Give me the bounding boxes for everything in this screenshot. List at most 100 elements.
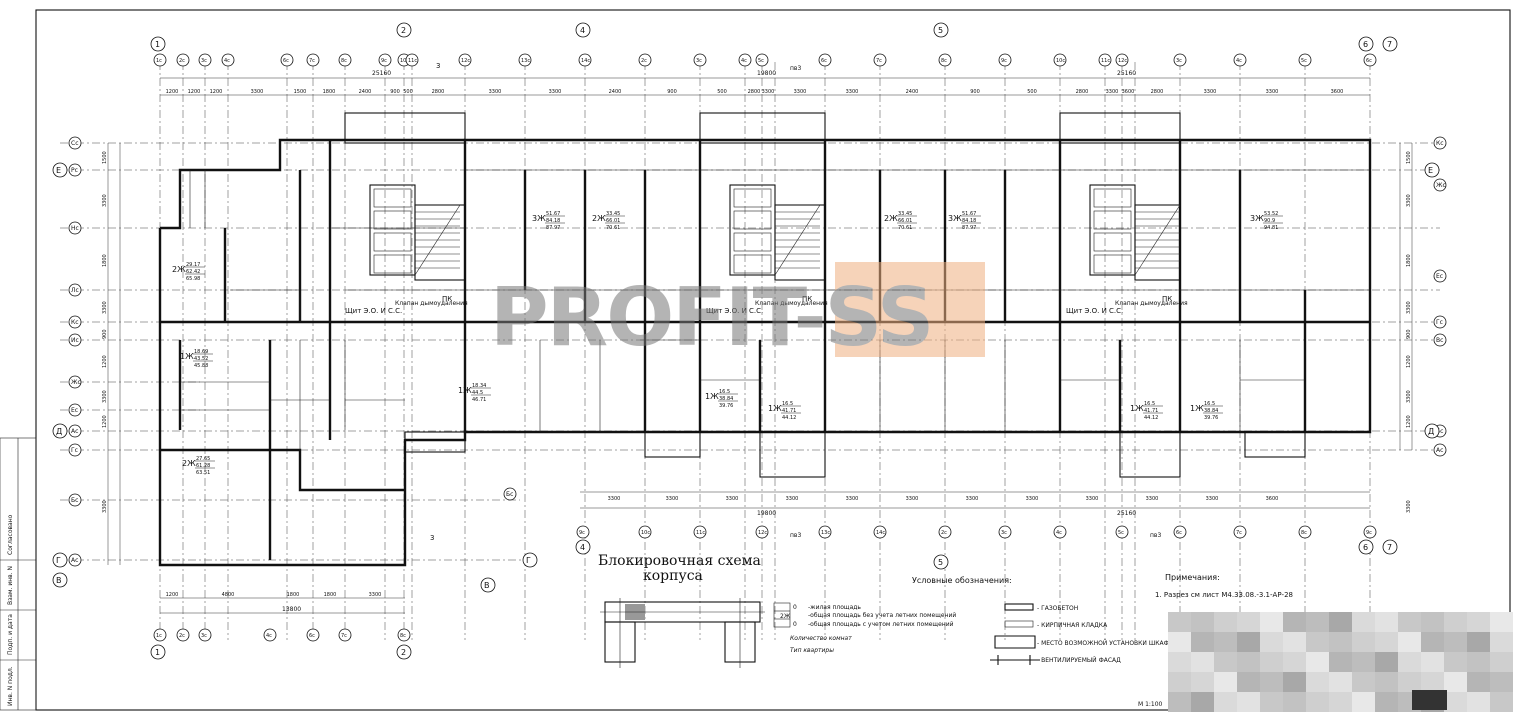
dim-text-top: 2400 (906, 89, 919, 95)
svg-text:PROFIT-SS: PROFIT-SS (490, 271, 932, 364)
axis-bubble-bottom-label: 2c (941, 530, 947, 536)
axis-bubble-bottom (755, 525, 769, 539)
axis-bubble-top-label: 3c (201, 58, 207, 64)
dim-text-top: 3300 (1106, 89, 1119, 95)
dim-text-bottom: 3300 (726, 496, 739, 502)
axis-bubble-bottom (263, 628, 277, 642)
room-area: 94.81 (1264, 225, 1278, 231)
dim-total-top-left: 25160 (372, 70, 391, 77)
axis-bubble-top-label: 6c (1366, 58, 1372, 64)
dim-text-top: 3300 (794, 89, 807, 95)
dim-text-top: 3300 (1204, 89, 1217, 95)
dim-text-vertical: 3300 (1406, 500, 1412, 513)
room-area: 84.18 (962, 218, 976, 224)
svg-text:7: 7 (1387, 40, 1392, 49)
room-type: 3Ж (948, 214, 962, 223)
dim-text-vertical: 1200 (1406, 415, 1412, 428)
axis-bubble-left-label: Нс (71, 225, 79, 232)
axis-bubble-bottom (1053, 525, 1067, 539)
room-type: 1Ж (180, 352, 194, 361)
svg-text:- КИРПИЧНАЯ КЛАДКА: - КИРПИЧНАЯ КЛАДКА (1037, 622, 1108, 629)
sheet-frame (35, 9, 1511, 711)
axis-bubble-right-label: Вс (1436, 337, 1443, 344)
block-scheme-title-1: Блокировочная схема (598, 553, 761, 569)
room-area: 39.76 (1204, 415, 1218, 421)
svg-text:1: 1 (155, 40, 160, 49)
dim-text-left-bottom: 1800 (324, 592, 337, 598)
axis-bubble-top-label: 9c (1001, 58, 1007, 64)
dim-text-vertical: 3300 (1406, 194, 1412, 207)
axis-bubble-left (68, 283, 82, 297)
svg-text:В: В (484, 581, 490, 590)
axis-bubble-right-label: Ас (1436, 447, 1443, 454)
axis-bubble-left-label: Ес (71, 407, 78, 414)
room-type: 2Ж (182, 459, 196, 468)
dim-text-bottom: 3600 (1266, 496, 1279, 502)
svg-text:3: 3 (436, 62, 440, 70)
axis-bubble-top (176, 53, 190, 67)
room-area: 38.84 (1204, 408, 1218, 414)
axis-bubble-top-label: 13c (521, 58, 530, 64)
dim-text-vertical: 1500 (1406, 151, 1412, 164)
axis-bubble-left-label: Сс (71, 140, 79, 147)
room-area: 70.61 (606, 225, 620, 231)
room-area: 61.28 (196, 463, 210, 469)
svg-text:6: 6 (1363, 543, 1368, 552)
axis-bubble-left (68, 443, 82, 457)
axis-bubble-top-label: 4c (1236, 58, 1242, 64)
svg-text:- ГАЗОБЕТОН: - ГАЗОБЕТОН (1037, 605, 1078, 612)
room-area: 87.97 (546, 225, 560, 231)
axis-bubble-bottom-label: 3c (1001, 530, 1007, 536)
axis-bubble-bottom-label: 9c (579, 530, 585, 536)
axis-bubble-top-label: 5c (1301, 58, 1307, 64)
axis-bubble-bottom (818, 525, 832, 539)
svg-text:3: 3 (430, 534, 434, 542)
axis-bubble-top-label: 3c (1176, 58, 1182, 64)
dim-text-bottom: 3300 (608, 496, 621, 502)
svg-text:6: 6 (1363, 40, 1368, 49)
room-type: 1Ж (458, 386, 472, 395)
dim-text-vertical: 1200 (1406, 355, 1412, 368)
axis-bubble-top (280, 53, 294, 67)
svg-text:2: 2 (401, 648, 406, 657)
valve-label-1: Клапан дымоудаления (395, 300, 468, 307)
axis-bubble-top-label: 11c (1101, 58, 1110, 64)
stamp-label-3: Подп. и дата (7, 614, 14, 655)
axis-bubble-right (1433, 136, 1447, 150)
axis-bubble-top-label: 10c (1056, 58, 1065, 64)
axis-bubble-left (68, 424, 82, 438)
room-area: 65.98 (186, 276, 200, 282)
axis-bubble-bottom-label: 3c (201, 633, 207, 639)
scale-label: М 1:100 (1138, 701, 1163, 708)
axis-bubble-bottom-label: 9c (1366, 530, 1372, 536)
axis-bubble-bottom (1233, 525, 1247, 539)
dim-text-top: 3300 (489, 89, 502, 95)
room-type: 1Ж (1190, 404, 1204, 413)
dim-text-bottom: 3300 (906, 496, 919, 502)
axis-bubble-top-label: 4c (224, 58, 230, 64)
valve-label-3: Клапан дымоудаления (1115, 300, 1188, 307)
axis-bubble-top (198, 53, 212, 67)
axis-bubble-top (1233, 53, 1247, 67)
dim-text-left-bottom: 4800 (222, 592, 235, 598)
room-type: 3Ж (1250, 214, 1264, 223)
axis-bubble-left (68, 403, 82, 417)
dimension-lines (107, 77, 1413, 614)
dim-total-top-right: 25160 (1117, 70, 1136, 77)
axis-bubble-bottom-label: 14c (876, 530, 885, 536)
room-area: 66.01 (606, 218, 620, 224)
dim-text-top: 3300 (549, 89, 562, 95)
axis-bubble-top-label: 12c (1118, 58, 1127, 64)
main-axis-markers: 1 2 4 5 6 7 1 2 4 5 6 7 Е Д Г В Е Д Г В (52, 22, 1440, 660)
room-area: 84.18 (546, 218, 560, 224)
dim-text-vertical: 1800 (1406, 254, 1412, 267)
dim-text-vertical: 3300 (1406, 390, 1412, 403)
axis-bubble-top (873, 53, 887, 67)
dim-text-vertical: 1200 (102, 355, 108, 368)
axis-bubble-top (405, 53, 419, 67)
